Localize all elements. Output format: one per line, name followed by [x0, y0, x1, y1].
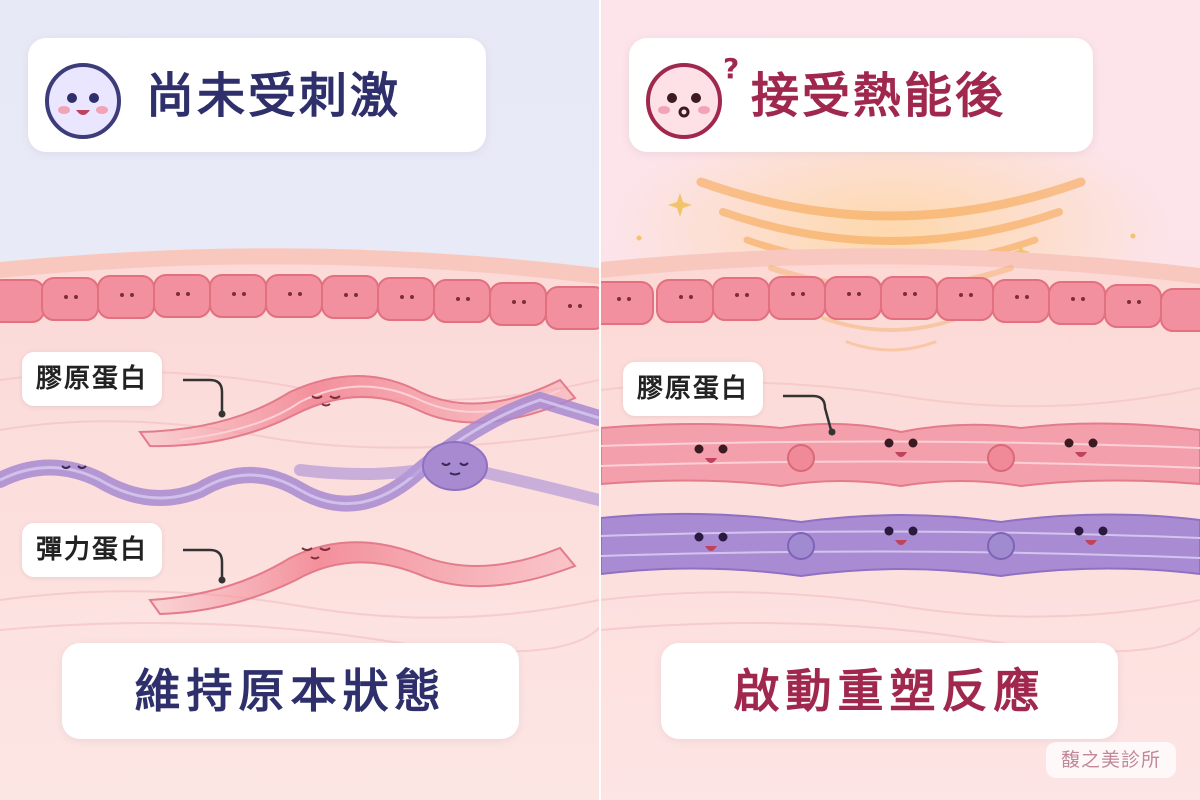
epidermis-cells: [0, 274, 599, 330]
title-before: 尚未受刺激: [146, 68, 402, 124]
smiling-face-icon: [45, 63, 121, 139]
crosslink-node: [987, 532, 1015, 560]
caption-after: 啟動重塑反應: [733, 664, 1046, 718]
panel-before: 尚未受刺激 膠原蛋白 彈力蛋白 維持原本狀態: [0, 0, 599, 800]
elastin-leader-line: [183, 548, 224, 578]
crosslink-node: [787, 444, 815, 472]
title-after: 接受熱能後: [751, 68, 1007, 124]
title-card-before: 尚未受刺激: [28, 38, 486, 152]
caption-card-before: 維持原本狀態: [62, 643, 519, 739]
collagen-label-before: 膠原蛋白: [22, 352, 163, 406]
panel-after: ? 接受熱能後 膠原蛋白 啟動重塑反應: [601, 0, 1200, 800]
epidermis-cells-heated: [601, 276, 1200, 332]
caption-before: 維持原本狀態: [134, 664, 447, 718]
collagen-leader-line: [783, 394, 833, 431]
crosslink-node: [987, 444, 1015, 472]
elastin-label-before: 彈力蛋白: [22, 523, 163, 577]
question-mark: ?: [723, 52, 740, 85]
collagen-fiber-relaxed: [138, 375, 577, 448]
surprised-face-icon: [646, 63, 722, 139]
crosslink-node: [787, 532, 815, 560]
collagen-fiber-remodeled: [601, 422, 1200, 488]
collagen-leader-line: [183, 378, 224, 412]
caption-card-after: 啟動重塑反應: [661, 643, 1118, 739]
panel-divider: [599, 0, 601, 800]
elastin-ribbon-relaxed: [148, 541, 577, 616]
title-card-after: ? 接受熱能後: [629, 38, 1093, 152]
elastin-fiber-remodeled: [601, 512, 1200, 578]
elastin-fiber-relaxed: [0, 391, 599, 512]
collagen-label-after: 膠原蛋白: [623, 362, 764, 416]
clinic-watermark: 馥之美診所: [1046, 742, 1176, 778]
